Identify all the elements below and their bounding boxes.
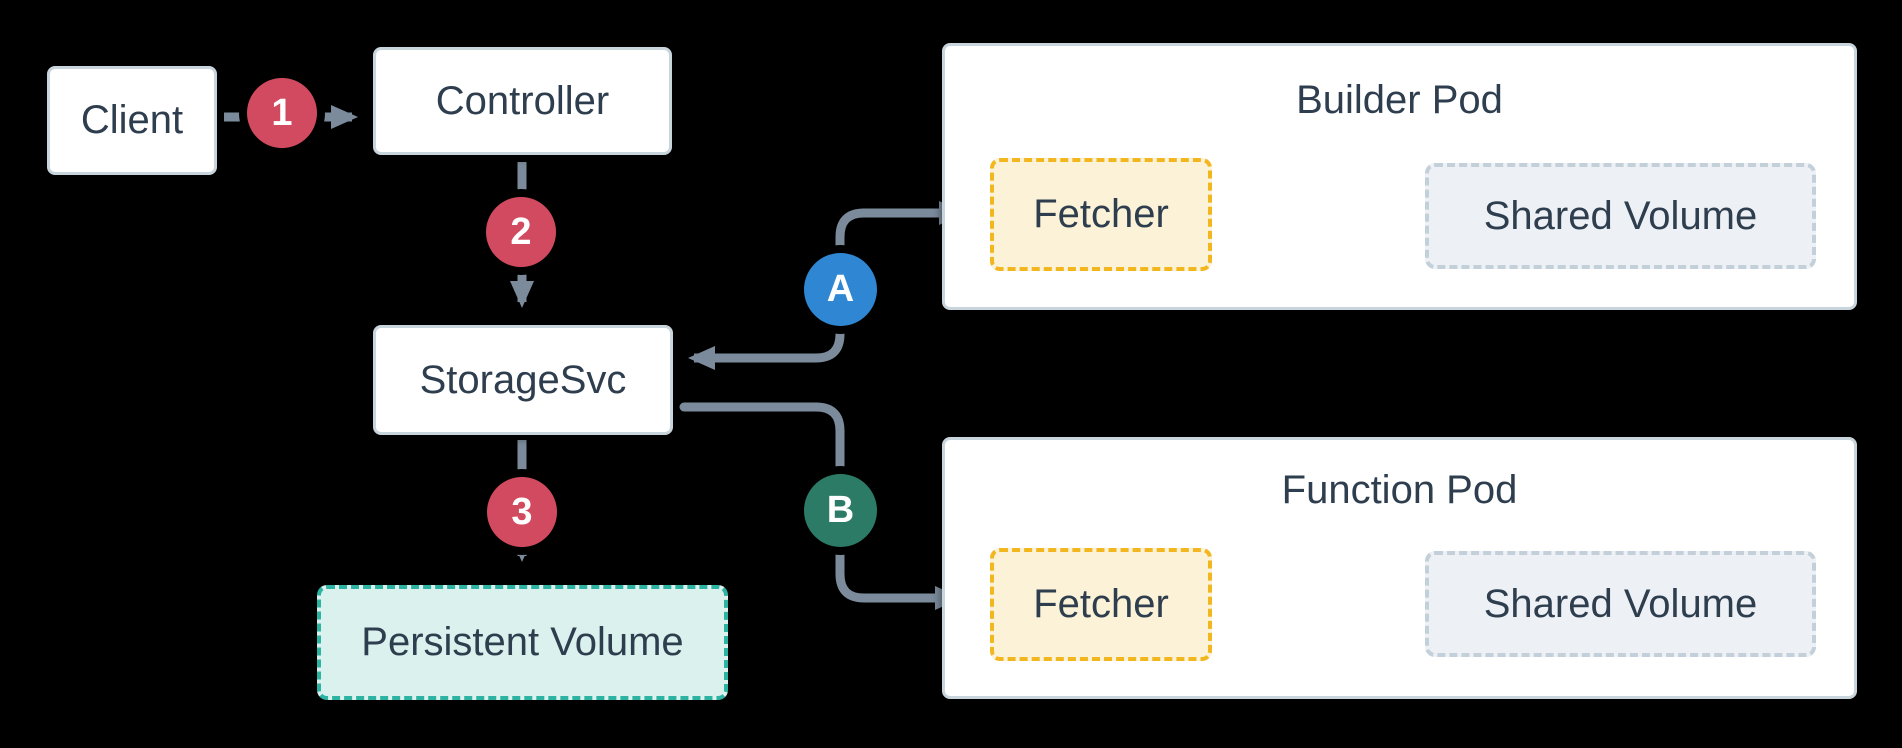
node-controller-label: Controller <box>435 78 610 123</box>
badge-flow-b-label: B <box>826 489 855 531</box>
badge-flow-b: B <box>804 474 877 547</box>
node-builder-fetcher: Fetcher <box>990 158 1212 271</box>
node-builder-fetcher-label: Fetcher <box>1033 192 1169 236</box>
node-client-label: Client <box>80 98 184 142</box>
badge-step-2-label: 2 <box>510 210 532 253</box>
node-function-shared-volume: Shared Volume <box>1425 551 1816 657</box>
badge-flow-a: A <box>804 253 877 326</box>
node-function-fetcher: Fetcher <box>990 548 1212 661</box>
node-controller: Controller <box>373 47 672 155</box>
pod-function: Function Pod Fetcher Shared Volume <box>942 437 1857 699</box>
node-storage-svc-label: StorageSvc <box>419 357 627 402</box>
node-persistent-volume: Persistent Volume <box>317 585 728 700</box>
pod-function-title: Function Pod <box>1281 468 1518 512</box>
node-storage-svc: StorageSvc <box>373 325 673 435</box>
node-function-fetcher-label: Fetcher <box>1033 582 1169 626</box>
node-function-shared-volume-label: Shared Volume <box>1483 581 1758 626</box>
badge-step-1-label: 1 <box>271 91 293 134</box>
badge-step-2: 2 <box>486 197 556 267</box>
badge-step-3: 3 <box>487 477 557 547</box>
node-persistent-volume-label: Persistent Volume <box>361 620 684 664</box>
badge-step-3-label: 3 <box>511 490 533 533</box>
node-builder-shared-volume-label: Shared Volume <box>1483 193 1758 238</box>
pod-builder-title: Builder Pod <box>1296 78 1503 122</box>
pod-builder: Builder Pod Fetcher Shared Volume <box>942 43 1857 310</box>
node-builder-shared-volume: Shared Volume <box>1425 163 1816 269</box>
badge-flow-a-label: A <box>826 268 855 310</box>
node-client: Client <box>47 66 217 175</box>
badge-step-1: 1 <box>247 78 317 148</box>
